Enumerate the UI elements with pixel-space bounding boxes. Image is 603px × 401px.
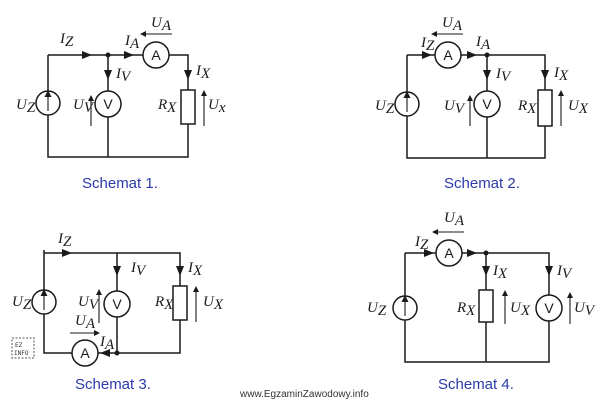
label-ua-1: UA — [151, 15, 172, 34]
label-iv-1: IV — [115, 66, 132, 85]
label-ua-4: UA — [444, 210, 465, 229]
label-uz-4: UZ — [367, 300, 387, 319]
label-ux-3: UX — [203, 294, 224, 313]
ez-info-logo: EZ INFO — [11, 337, 35, 359]
label-rx-3: RX — [154, 294, 174, 313]
caption-schemat-3: Schemat 3. — [75, 376, 151, 393]
caption-schemat-2: Schemat 2. — [444, 175, 520, 192]
svg-text:V: V — [112, 296, 122, 312]
caption-schemat-4: Schemat 4. — [438, 376, 514, 393]
label-ix-4: IX — [492, 263, 508, 282]
resistor-rx-3 — [172, 285, 188, 321]
svg-text:A: A — [151, 47, 161, 63]
footer-site-url: www.EgzaminZawodowy.info — [239, 389, 369, 400]
voltmeter-1 — [94, 90, 122, 118]
ammeter-4 — [435, 239, 463, 267]
label-ux-1: Ux — [208, 97, 226, 116]
label-ia-1: IA — [124, 33, 140, 52]
ammeter-1 — [142, 41, 170, 69]
voltmeter-3 — [103, 290, 131, 318]
label-ix-3: IX — [187, 260, 203, 279]
label-iz-4: IZ — [414, 234, 429, 253]
svg-text:A: A — [443, 47, 453, 63]
resistor-rx-4 — [478, 289, 494, 323]
label-ix-1: IX — [195, 63, 211, 82]
label-ia-2: IA — [475, 34, 491, 53]
label-ia-3: IA — [99, 334, 115, 353]
svg-text:A: A — [444, 245, 454, 261]
resistor-rx-2 — [537, 89, 553, 127]
svg-text:INFO: INFO — [14, 350, 29, 357]
svg-text:A: A — [80, 345, 90, 361]
label-ua-2: UA — [442, 15, 463, 34]
schematic-3: A V IZ IV IX UZ UV RX UX UA IA — [12, 231, 224, 367]
label-rx-4: RX — [456, 300, 476, 319]
label-uz-2: UZ — [375, 98, 395, 117]
label-ua-3: UA — [75, 313, 96, 332]
label-rx-1: RX — [157, 97, 177, 116]
svg-text:V: V — [482, 96, 492, 112]
label-uv-2: UV — [444, 98, 466, 117]
label-uv-1: UV — [73, 97, 95, 116]
resistor-rx-1 — [180, 89, 196, 125]
voltmeter-4 — [535, 294, 563, 322]
svg-text:EZ: EZ — [15, 342, 23, 349]
voltmeter-2 — [473, 90, 501, 118]
label-ux-4: UX — [510, 300, 531, 319]
label-iz-1: IZ — [59, 31, 74, 50]
caption-schemat-1: Schemat 1. — [82, 175, 158, 192]
ammeter-3 — [71, 339, 99, 367]
svg-text:V: V — [103, 96, 113, 112]
label-iv-4: IV — [556, 263, 573, 282]
schematic-4: A V IZ UA IX IV UZ RX UX UV — [367, 210, 596, 363]
svg-text:V: V — [544, 300, 554, 316]
label-rx-2: RX — [517, 98, 537, 117]
label-ix-2: IX — [553, 65, 569, 84]
schematic-2: A V IZ IA UA IV IX UZ UV RX UX — [375, 15, 589, 159]
label-uv-4: UV — [574, 300, 596, 319]
label-uz-3: UZ — [12, 294, 32, 313]
label-iz-3: IZ — [57, 231, 72, 250]
label-ux-2: UX — [568, 98, 589, 117]
label-iv-3: IV — [130, 260, 147, 279]
label-uz-1: UZ — [16, 97, 36, 116]
schematic-1: A V IZ IA UA IV IX UZ UV RX Ux — [16, 15, 226, 158]
ammeter-2 — [434, 41, 462, 69]
label-uv-3: UV — [78, 294, 100, 313]
label-iv-2: IV — [495, 66, 512, 85]
label-iz-2: IZ — [420, 35, 435, 54]
